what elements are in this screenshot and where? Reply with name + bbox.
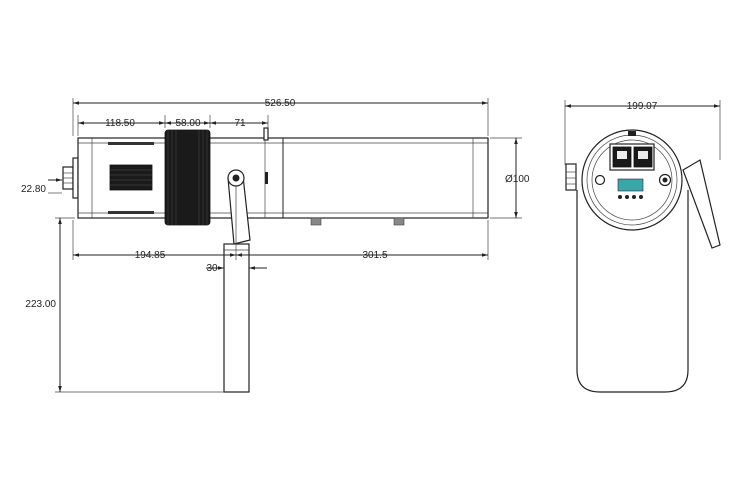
dim-to-handle-label: 194.85 — [135, 250, 166, 261]
end-handle-arm — [682, 159, 721, 249]
heat-sink-block — [108, 142, 154, 214]
left-knob — [594, 174, 606, 186]
dim-side-width: 199.07 — [564, 100, 721, 165]
dim-handle-height-label: 223.00 — [25, 299, 56, 310]
end-body — [576, 190, 689, 393]
side-view: 526.50 118.50 58.00 71 22.80 Ø100 — [21, 98, 530, 393]
dim-total-length-label: 526.50 — [265, 98, 296, 109]
dim-seg-a-label: 118.50 — [105, 118, 135, 129]
dim-rear-length-label: 301.5 — [362, 250, 387, 261]
dual-connector — [609, 143, 655, 171]
dim-seg-b-label: 58.00 — [175, 118, 200, 129]
dim-side-width-label: 199.07 — [627, 101, 658, 112]
bottom-lugs — [310, 217, 405, 226]
display-screen — [617, 178, 644, 192]
dim-offset-left: 22.80 — [21, 178, 62, 195]
right-knob — [658, 173, 672, 187]
dim-bottom-lengths: 194.85 301.5 — [72, 186, 489, 261]
side-connector-nut — [62, 157, 79, 199]
end-side-nut — [565, 163, 577, 191]
top-tab — [263, 127, 269, 141]
dim-seg-c-label: 71 — [234, 118, 246, 129]
dim-diameter: Ø100 — [490, 137, 530, 219]
end-view: 199.07 — [564, 100, 721, 393]
handle-bar — [223, 243, 250, 393]
dim-handle-width: 30 — [206, 263, 267, 274]
handle-lever — [227, 169, 251, 245]
dim-handle-width-label: 30 — [206, 263, 218, 274]
tube-slot — [265, 172, 268, 184]
dim-top-segments: 118.50 58.00 71 — [77, 115, 269, 136]
control-buttons — [618, 195, 643, 199]
clamp-ring — [164, 129, 211, 226]
dim-handle-height: 223.00 — [25, 217, 224, 393]
dim-offset-left-label: 22.80 — [21, 184, 46, 195]
dim-diameter-label: Ø100 — [505, 174, 530, 185]
dim-total-length: 526.50 — [72, 98, 489, 136]
